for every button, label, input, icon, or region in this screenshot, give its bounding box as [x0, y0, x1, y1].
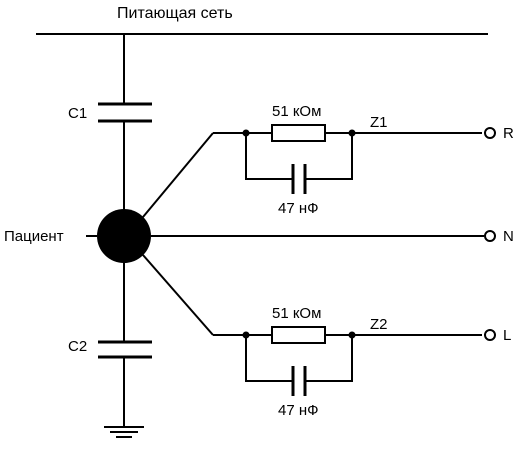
- wire-patient-to-r-branch: [142, 132, 214, 218]
- resistor-r-value: 51 кОм: [272, 103, 322, 120]
- c2-label: C2: [68, 338, 88, 355]
- wire-patient-to-l-branch: [142, 254, 214, 336]
- l-label: L: [503, 327, 512, 344]
- terminal-n: [484, 230, 496, 242]
- z1-label: Z1: [370, 114, 388, 131]
- wire-cap-r-left: [245, 133, 293, 180]
- z2-label: Z2: [370, 316, 388, 333]
- cap-l-value: 47 нФ: [278, 402, 319, 419]
- resistor-r: [271, 124, 326, 142]
- resistor-l: [271, 326, 326, 344]
- patient-node: [97, 209, 151, 263]
- supply-label: Питающая сеть: [117, 5, 233, 22]
- n-label: N: [503, 228, 514, 245]
- c1-label: C1: [68, 105, 88, 122]
- terminal-r: [484, 127, 496, 139]
- wire-cap-l-left: [245, 335, 293, 382]
- cap-r-value: 47 нФ: [278, 200, 319, 217]
- wire-cap-r-right: [305, 133, 353, 180]
- patient-label: Пациент: [4, 228, 64, 245]
- resistor-l-value: 51 кОм: [272, 305, 322, 322]
- terminal-l: [484, 329, 496, 341]
- r-label: R: [503, 125, 514, 142]
- wire-cap-l-right: [305, 335, 353, 382]
